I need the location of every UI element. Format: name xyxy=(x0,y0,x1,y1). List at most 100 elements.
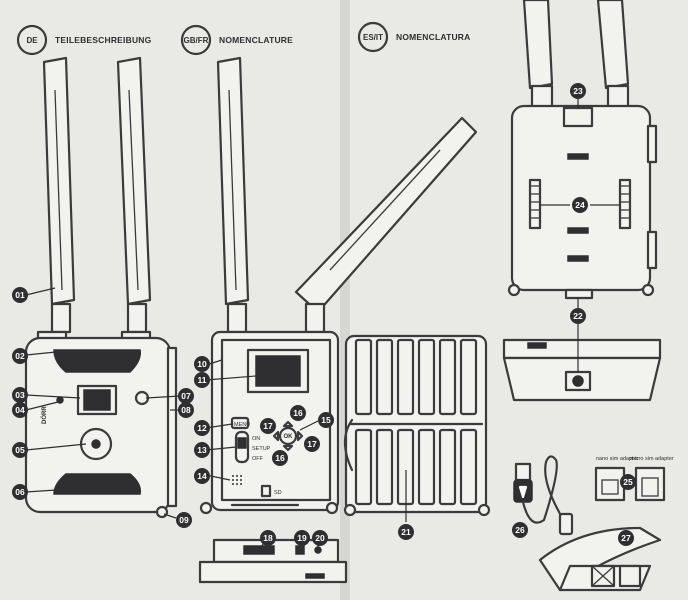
callout-circle xyxy=(12,348,28,364)
battery-slot xyxy=(375,338,394,416)
callout-circle xyxy=(194,468,210,484)
antenna-back-left xyxy=(522,0,554,90)
callout-circle xyxy=(318,412,334,428)
micro-sim-label: micro sim adapter xyxy=(630,456,674,462)
lock-eyelet xyxy=(155,505,169,519)
callout-number: 13 xyxy=(197,445,207,455)
callout-circle xyxy=(194,372,210,388)
callout-circle xyxy=(570,83,586,99)
sim-adapters: nano sim adapter micro sim adapter xyxy=(594,456,674,502)
callout-circle xyxy=(570,308,586,324)
language-tag-de: DE xyxy=(26,36,38,45)
callout-03: 03 xyxy=(12,387,28,403)
strap-slot-teeth xyxy=(530,185,630,219)
micro-sim-adapter xyxy=(634,466,666,502)
battery-slot xyxy=(354,338,373,416)
speaker-grille xyxy=(232,475,242,485)
language-tag-gb-fr: GB/FR xyxy=(184,36,209,45)
callout-circle xyxy=(260,530,276,546)
callout-number: 02 xyxy=(15,351,25,361)
sd-slot-icon xyxy=(260,484,272,498)
ok-label: OK xyxy=(284,434,294,440)
callout-17: 17 xyxy=(304,436,320,452)
antenna-connector-left xyxy=(50,302,72,334)
language-tag-circle xyxy=(357,21,389,53)
mounting-strap xyxy=(538,526,662,592)
callout-14: 14 xyxy=(194,468,210,484)
strap-slot-right xyxy=(618,178,632,230)
menu-label: MENU xyxy=(234,422,250,428)
callout-04: 04 xyxy=(12,402,28,418)
arrow-right-icon xyxy=(296,430,304,442)
battery-slot xyxy=(417,338,436,416)
switch-label-setup: SETUP xyxy=(252,446,271,452)
ok-button xyxy=(278,426,298,446)
battery-slot xyxy=(459,428,478,506)
antenna-connector-right xyxy=(126,302,148,334)
battery-slot xyxy=(438,428,457,506)
callout-21: 21 xyxy=(398,524,414,540)
antenna-right-tilted xyxy=(294,116,478,314)
callout-23: 23 xyxy=(570,83,586,99)
callout-number: 11 xyxy=(198,375,207,385)
usb-cable xyxy=(513,455,574,536)
callout-circle xyxy=(512,522,528,538)
header-gb-fr: GB/FR NOMENCLATURE xyxy=(180,24,293,56)
callout-number: 17 xyxy=(263,421,273,431)
callout-17: 17 xyxy=(260,418,276,434)
callout-22: 22 xyxy=(570,308,586,324)
callout-number: 26 xyxy=(515,525,525,535)
usb-plug xyxy=(514,462,532,482)
battery-slot xyxy=(396,338,415,416)
antenna-right xyxy=(116,56,152,306)
callout-circle xyxy=(176,512,192,528)
callout-number: 27 xyxy=(621,533,631,543)
callout-02: 02 xyxy=(12,348,28,364)
ir-led-top xyxy=(53,349,142,373)
callout-20: 20 xyxy=(312,530,328,546)
strap-slot-left xyxy=(528,178,542,230)
callout-number: 25 xyxy=(623,477,633,487)
callout-circle xyxy=(272,450,288,466)
callout-number: 12 xyxy=(197,423,207,433)
battery-slots xyxy=(354,338,478,506)
antenna-left xyxy=(216,56,250,306)
switch-label-off: OFF xyxy=(252,456,264,462)
header-title-gb-fr: NOMENCLATURE xyxy=(219,35,293,45)
callout-circle xyxy=(572,197,588,213)
callout-06: 06 xyxy=(12,484,28,500)
callout-11: 11 xyxy=(194,372,210,388)
callout-number: 03 xyxy=(15,390,25,400)
menu-button xyxy=(230,416,250,430)
battery-slot xyxy=(459,338,478,416)
camera-bottom-view xyxy=(198,538,348,584)
callout-number: 06 xyxy=(15,487,25,497)
callout-08: 08 xyxy=(178,402,194,418)
callout-number: 22 xyxy=(573,311,583,321)
callout-circle xyxy=(260,418,276,434)
callout-19: 19 xyxy=(294,530,310,546)
arrow-down-icon xyxy=(282,444,294,452)
camera-back-view xyxy=(507,0,658,300)
sd-card-slot xyxy=(243,545,275,555)
callout-circle xyxy=(312,530,328,546)
callout-number: 16 xyxy=(293,408,303,418)
camera-side-strap xyxy=(166,346,178,508)
sd-label: SD xyxy=(274,490,282,496)
callout-number: 16 xyxy=(275,453,285,463)
callout-circle xyxy=(398,524,414,540)
callout-circle xyxy=(12,287,28,303)
language-tag-circle xyxy=(16,24,48,56)
callout-number: 20 xyxy=(315,533,325,543)
callout-circle xyxy=(304,436,320,452)
callout-number: 04 xyxy=(15,405,25,415)
callout-10: 10 xyxy=(194,356,210,372)
callout-16: 16 xyxy=(272,450,288,466)
nano-sim-label: nano sim adapter xyxy=(596,456,639,462)
callout-circle xyxy=(12,387,28,403)
usb-icon xyxy=(518,485,528,499)
camera-front-view: DÖRR xyxy=(24,56,178,519)
callout-number: 21 xyxy=(401,527,411,537)
